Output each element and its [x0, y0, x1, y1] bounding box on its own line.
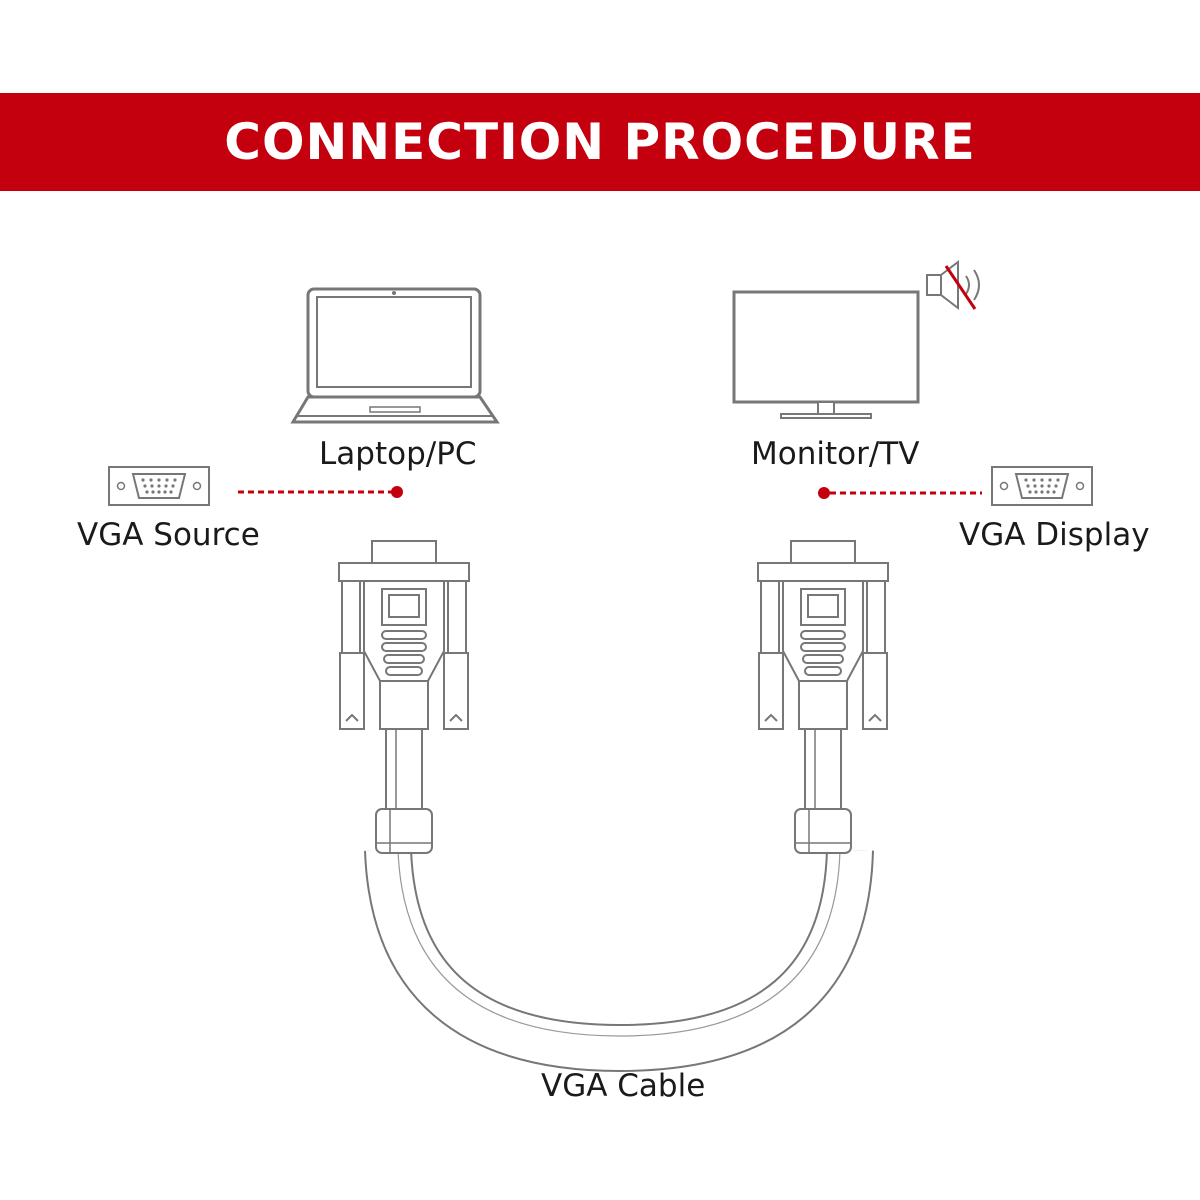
laptop-pc-label: Laptop/PC	[319, 436, 477, 472]
page-title: CONNECTION PROCEDURE	[224, 113, 976, 171]
vga-display-label: VGA Display	[959, 517, 1150, 553]
monitor-tv-label: Monitor/TV	[751, 436, 920, 472]
monitor-icon	[732, 290, 920, 419]
vga-connector-icon-right	[757, 540, 889, 854]
vga-port-icon-source	[108, 466, 210, 506]
source-leader-line	[238, 486, 403, 498]
vga-connector-icon-left	[338, 540, 470, 854]
vga-cable-icon	[364, 848, 874, 1073]
display-leader-line	[818, 487, 982, 499]
vga-source-label: VGA Source	[77, 517, 260, 553]
speaker-muted-icon	[926, 259, 980, 311]
vga-cable-label: VGA Cable	[541, 1068, 706, 1104]
laptop-icon	[290, 287, 500, 424]
vga-port-icon-display	[991, 466, 1093, 506]
header-banner: CONNECTION PROCEDURE	[0, 93, 1200, 191]
